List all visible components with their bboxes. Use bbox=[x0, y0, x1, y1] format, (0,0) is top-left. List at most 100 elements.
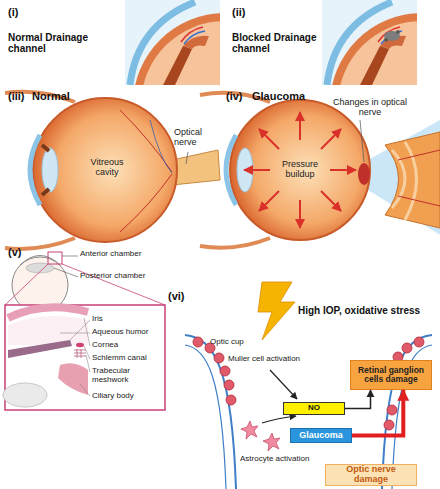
muller-cell bbox=[387, 405, 397, 415]
nerve-bundle bbox=[385, 132, 440, 228]
part-label: Trabecular meshwork bbox=[92, 367, 164, 385]
part-label: Astrocyte activation bbox=[240, 455, 340, 464]
blood-vessel bbox=[398, 150, 440, 206]
leader-line bbox=[360, 120, 364, 162]
leader-line bbox=[60, 333, 90, 334]
lens bbox=[42, 148, 58, 192]
part-label: Posterior chamber bbox=[80, 272, 162, 281]
pressure-arrow bbox=[299, 112, 301, 140]
panel-title: Glaucoma bbox=[252, 90, 322, 102]
zoom-box bbox=[48, 252, 62, 264]
muller-cell bbox=[214, 353, 224, 363]
leader-line bbox=[66, 320, 90, 344]
pressure-arrow bbox=[259, 191, 279, 211]
connector-arrow bbox=[352, 390, 403, 436]
part-label: Ciliary body bbox=[92, 392, 162, 401]
part-label: Changes in optical nerve bbox=[330, 98, 410, 118]
part-label: Cornea bbox=[92, 341, 162, 350]
panel-number: (iv) bbox=[226, 90, 252, 102]
outcome-box: Optic nerve damage bbox=[325, 464, 417, 486]
panel-title: Normal Drainage channel bbox=[8, 32, 108, 54]
muller-cell bbox=[384, 420, 394, 430]
activation-arrow bbox=[262, 416, 296, 423]
nerve-fibre bbox=[405, 142, 417, 220]
eyeball bbox=[33, 98, 177, 242]
muller-cell bbox=[402, 343, 412, 353]
part-label: Iris bbox=[92, 315, 162, 324]
pressure-arrow bbox=[321, 129, 341, 149]
blockage bbox=[384, 38, 388, 42]
iris bbox=[42, 145, 49, 195]
panel-number: (v) bbox=[8, 246, 38, 258]
pressure-arrow bbox=[244, 169, 270, 171]
connector-arrow bbox=[345, 390, 371, 409]
muller-cell bbox=[414, 337, 424, 347]
blockage bbox=[396, 30, 400, 34]
part-label: Vitreous cavity bbox=[78, 158, 136, 178]
box-text: Glaucoma bbox=[299, 431, 343, 441]
pressure-arrow bbox=[299, 200, 301, 228]
eye-muscle bbox=[200, 238, 270, 248]
leader-line bbox=[84, 318, 90, 346]
trabecular-meshwork bbox=[74, 349, 86, 358]
part-label: Optic cup bbox=[210, 338, 260, 347]
part-label: Aqueous humor bbox=[92, 328, 162, 337]
astrocyte bbox=[263, 433, 280, 451]
pressure-arrow bbox=[259, 129, 279, 149]
zoom-cone bbox=[368, 120, 440, 235]
condition-box: Glaucoma bbox=[290, 428, 352, 443]
leader-line bbox=[62, 256, 78, 257]
optic-nerve bbox=[172, 150, 220, 185]
part-label: Anterior chamber bbox=[80, 250, 162, 259]
activation-arrow bbox=[270, 370, 297, 399]
box-text: Optic nerve damage bbox=[328, 465, 414, 485]
annotation-text: High IOP, oxidative stress bbox=[298, 305, 440, 316]
eyeball bbox=[230, 100, 370, 240]
cornea bbox=[30, 135, 40, 205]
part-label: Optical nerve bbox=[174, 128, 220, 148]
ciliary-body bbox=[58, 363, 88, 395]
panel-title: Blocked Drainage channel bbox=[232, 32, 322, 54]
muller-cell bbox=[226, 395, 236, 405]
aqueous-humor bbox=[8, 316, 88, 345]
panel-number: (vi) bbox=[168, 290, 198, 302]
panel-title: Normal bbox=[32, 90, 92, 102]
optic-nerve-head bbox=[358, 163, 370, 185]
cup-wall bbox=[185, 345, 226, 489]
leader-line bbox=[84, 346, 90, 359]
part-label: Schlemm canal bbox=[92, 354, 162, 363]
schlemm-canal bbox=[76, 343, 84, 347]
panel-number: (i) bbox=[8, 6, 38, 18]
mediator-box: NO bbox=[283, 402, 345, 415]
blood-vessel bbox=[120, 110, 172, 172]
iris bbox=[8, 340, 72, 358]
pressure-arrow bbox=[330, 169, 356, 171]
cornea bbox=[8, 307, 88, 318]
muller-cell bbox=[220, 366, 230, 376]
lens bbox=[3, 383, 47, 407]
blood-vessel bbox=[120, 174, 172, 232]
lightning-bolt bbox=[258, 282, 295, 340]
panel-number: (iii) bbox=[8, 90, 36, 102]
part-label: Pressure buildup bbox=[272, 160, 328, 180]
effect-box: Retinal ganglion cells damage bbox=[350, 360, 432, 390]
blood-vessel bbox=[150, 120, 172, 173]
zoom-line bbox=[5, 264, 48, 305]
astrocyte bbox=[241, 421, 258, 439]
cornea bbox=[226, 135, 236, 205]
leader-line bbox=[86, 355, 90, 372]
leader-line bbox=[186, 152, 188, 164]
panel-number: (ii) bbox=[232, 6, 262, 18]
pressure-arrow bbox=[321, 191, 341, 211]
part-label: Muller cell activation bbox=[228, 355, 328, 364]
box-text: Retinal ganglion cells damage bbox=[353, 366, 429, 385]
zoom-line bbox=[62, 264, 165, 305]
muller-cell bbox=[224, 380, 234, 390]
blockage bbox=[384, 31, 400, 41]
leader-line bbox=[80, 384, 90, 396]
muller-cell bbox=[193, 337, 203, 347]
box-text: NO bbox=[308, 404, 320, 413]
